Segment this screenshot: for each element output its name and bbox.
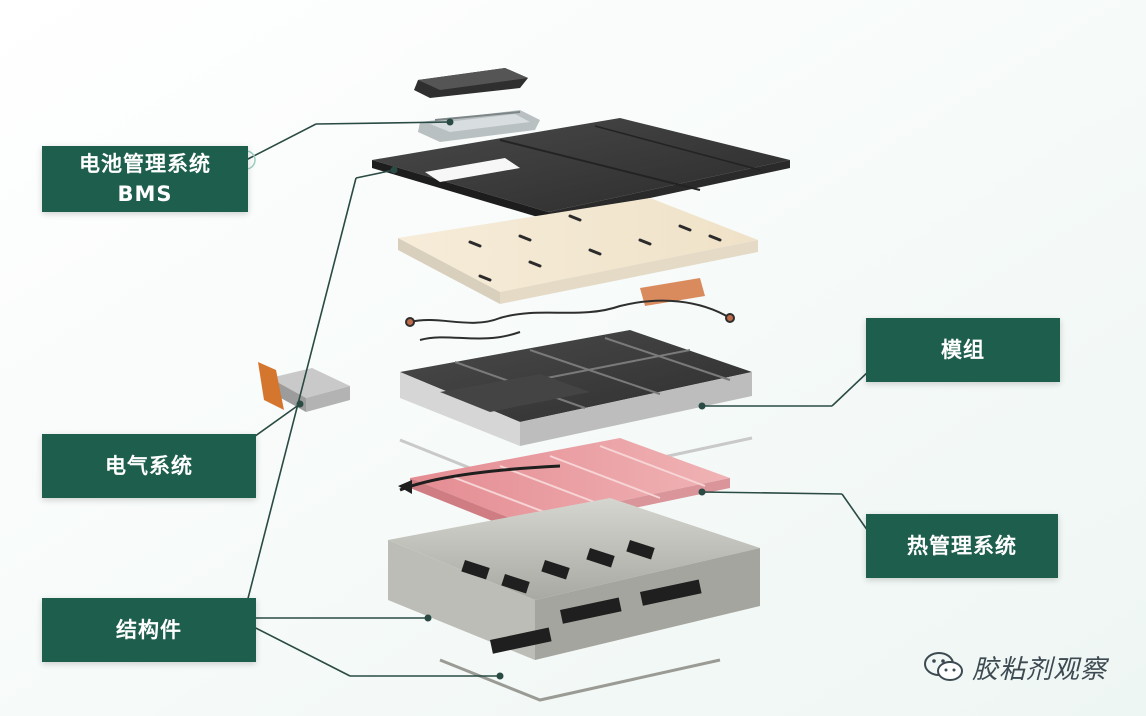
callout-structure-label: 结构件 [116, 618, 182, 642]
callout-electrical-label: 电气系统 [105, 454, 193, 478]
bms-cover-part [414, 68, 528, 98]
callout-electrical: 电气系统 [42, 434, 256, 498]
wiring-harness-part [405, 299, 735, 341]
insulation-sheet-part [398, 198, 758, 306]
callout-bms-line1: 电池管理系统 [79, 152, 211, 176]
callout-module-label: 模组 [941, 338, 985, 362]
battery-tray-part [388, 498, 760, 702]
wechat-icon [924, 652, 963, 681]
leader-dots [296, 118, 706, 680]
callout-structure: 结构件 [42, 598, 256, 662]
callout-bms: 电池管理系统 BMS [42, 146, 248, 212]
callout-bms-line2: BMS [117, 182, 173, 206]
battery-modules-part [399, 330, 753, 490]
callout-thermal: 热管理系统 [866, 514, 1058, 578]
callout-module: 模组 [866, 318, 1060, 382]
watermark: 胶粘剂观察 [922, 645, 1122, 689]
callout-thermal-label: 热管理系统 [907, 534, 1017, 558]
watermark-text: 胶粘剂观察 [972, 654, 1108, 685]
leader-lines [243, 121, 871, 677]
electrical-box-part [258, 362, 350, 412]
